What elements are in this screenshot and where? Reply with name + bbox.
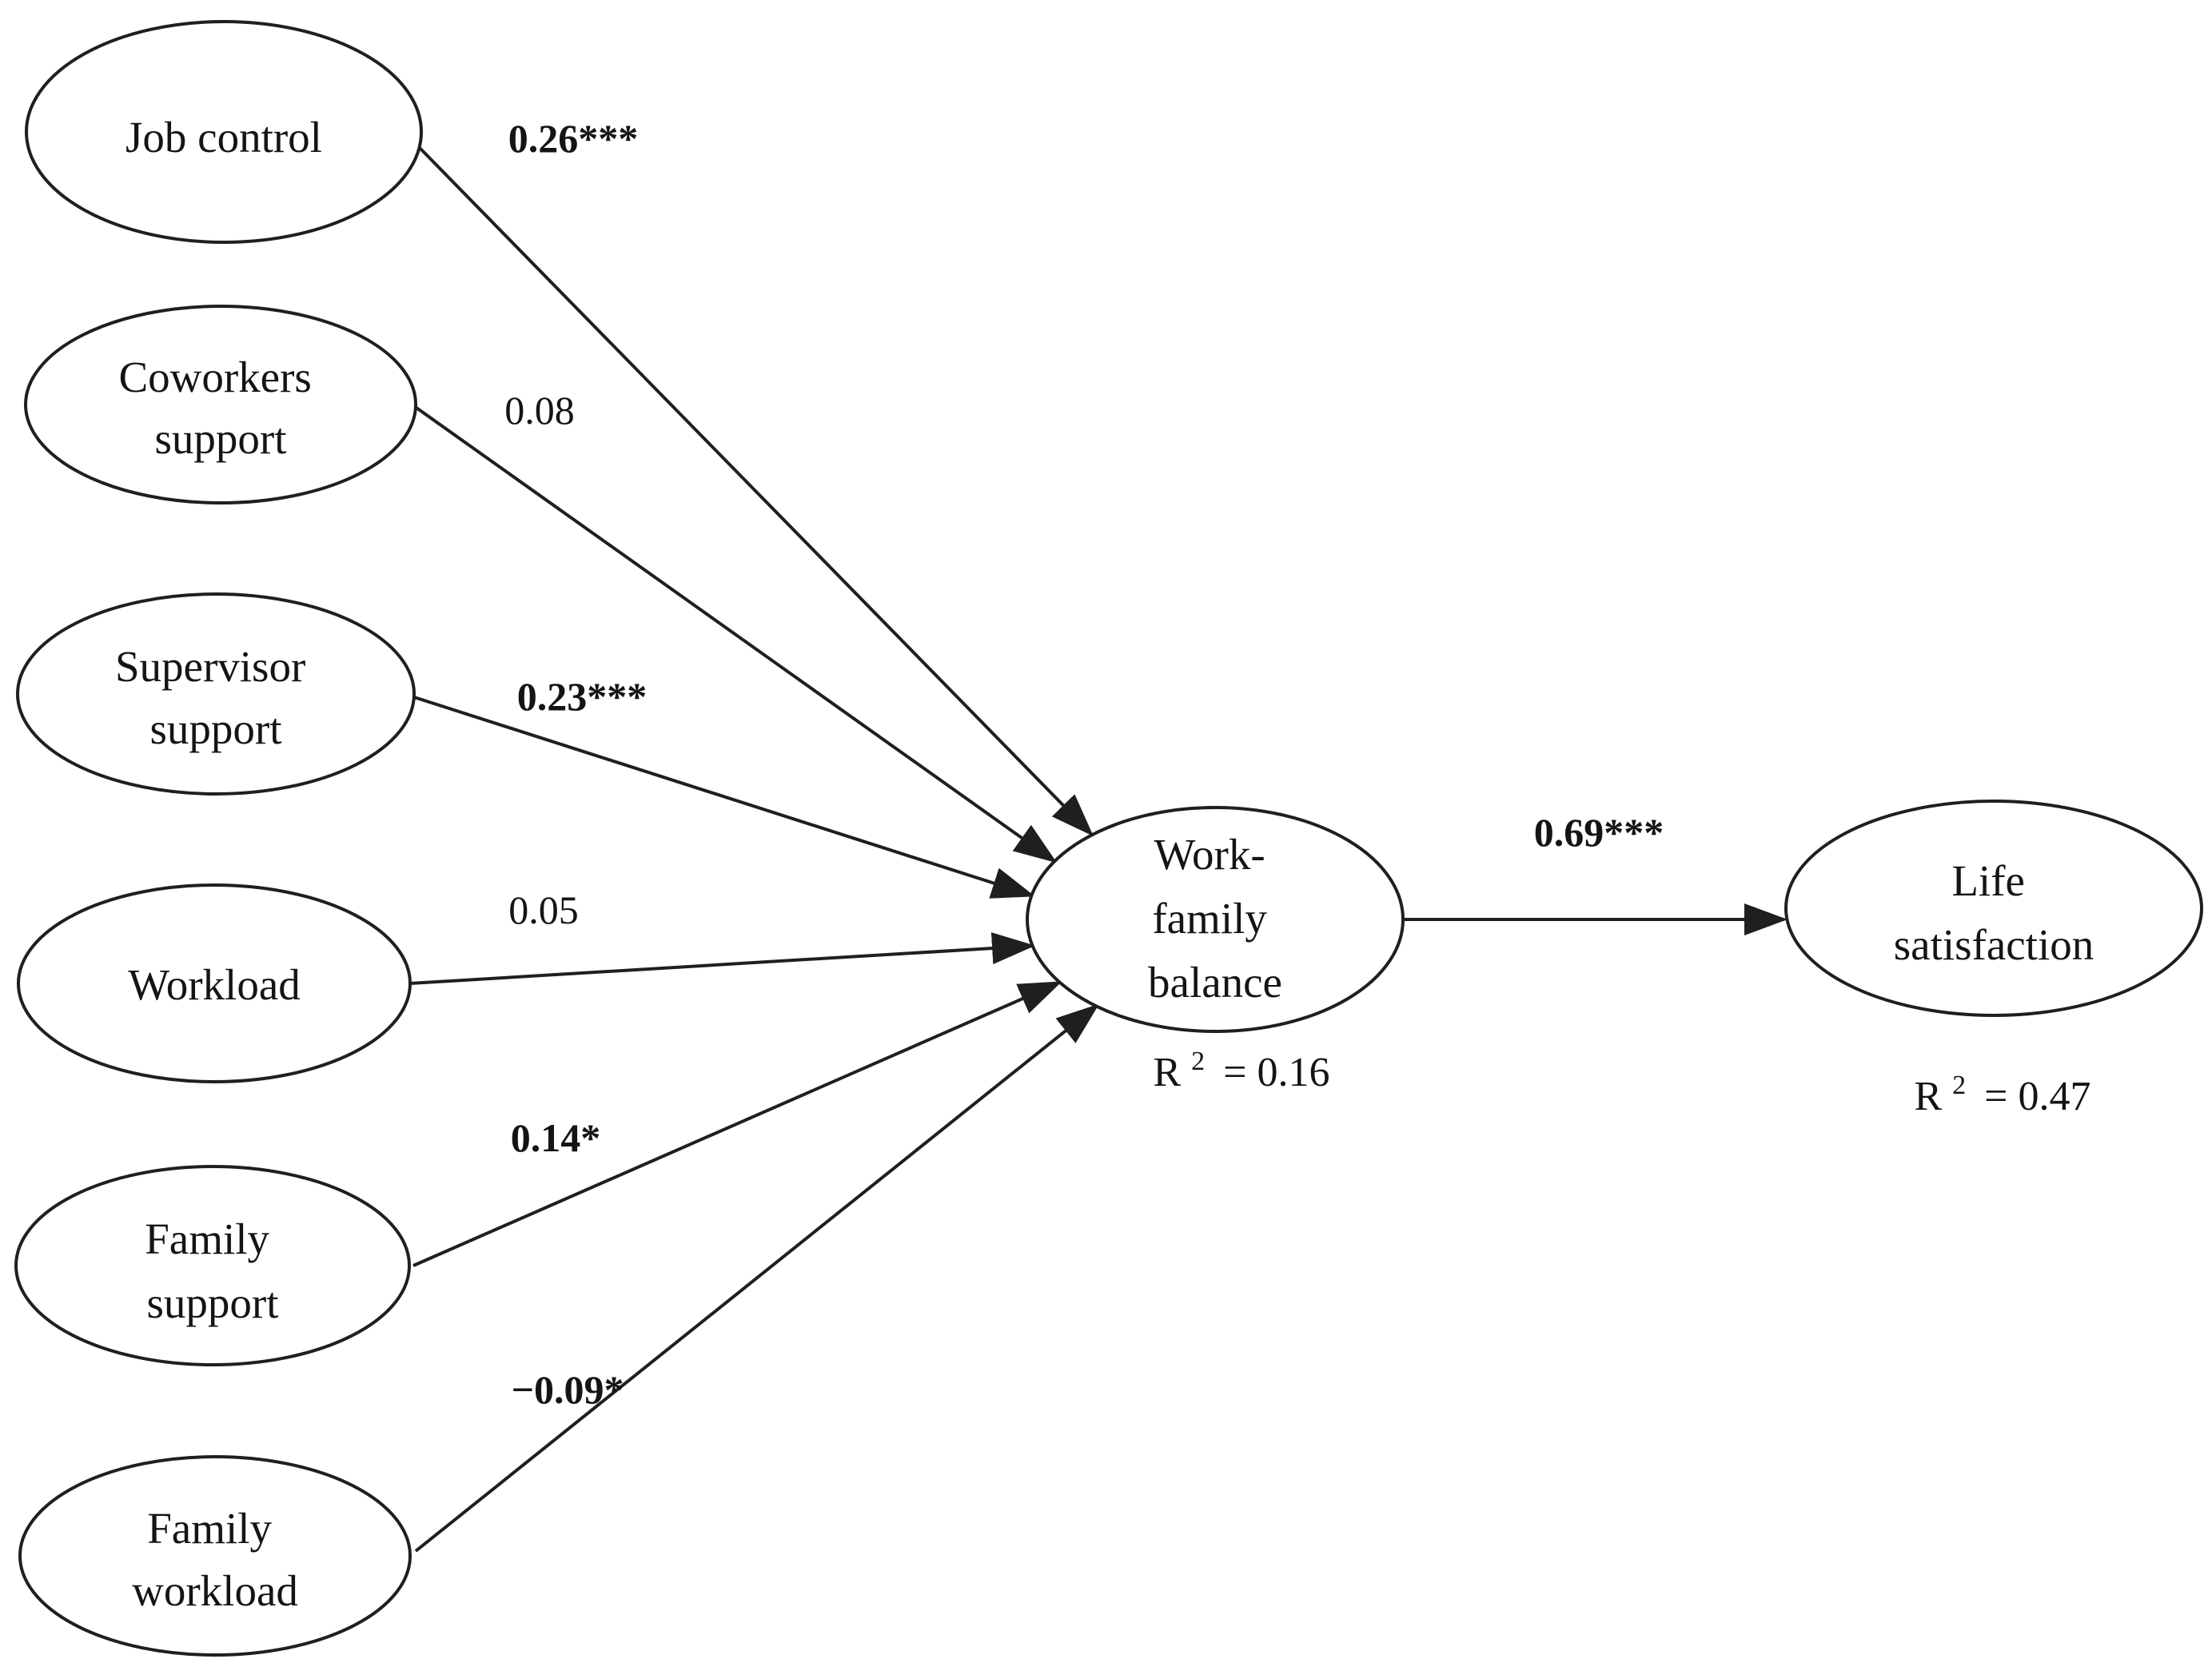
path-family-workload-to-wfb (414, 1003, 1100, 1553)
coef-workload: 0.05 (508, 887, 579, 932)
workload-ellipse (17, 883, 412, 1083)
job-control-ellipse (25, 20, 423, 244)
supervisor-support-ellipse (16, 592, 416, 796)
node-supervisor-support: Supervisor support (16, 592, 416, 796)
path-family-support-to-wfb (413, 981, 1062, 1267)
coef-coworkers-support: 0.08 (504, 388, 575, 433)
life-satisfaction-label: Life satisfaction (1894, 856, 2094, 969)
workload-label: Workload (128, 960, 301, 1009)
node-family-workload: Family workload (18, 1455, 412, 1657)
node-work-family-balance: Work- family balance (1026, 806, 1405, 1033)
node-coworkers-support: Coworkers support (24, 305, 417, 504)
supervisor-support-label: Supervisor support (115, 642, 317, 753)
path-coworkers-support-to-wfb (413, 405, 1058, 863)
family-support-label: Family support (145, 1214, 281, 1327)
node-job-control: Job control (25, 20, 423, 244)
path-workload-to-wfb (409, 932, 1035, 985)
coef-family-support: 0.14* (511, 1115, 601, 1160)
r-squared-work-family-balance: R 2 = 0.16 (1153, 1034, 1329, 1095)
r-squared-life-satisfaction: R 2 = 0.47 (1914, 1058, 2090, 1119)
family-support-ellipse (14, 1165, 411, 1366)
family-workload-label: Family workload (132, 1504, 298, 1615)
node-family-support: Family support (14, 1165, 411, 1366)
work-family-balance-label: Work- family balance (1148, 830, 1282, 1007)
coworkers-support-ellipse (24, 305, 417, 504)
life-satisfaction-ellipse (1784, 800, 2203, 1017)
coef-wfb-to-life: 0.69*** (1534, 810, 1664, 855)
coworkers-support-label: Coworkers support (118, 353, 322, 463)
coef-family-workload: −0.09* (512, 1367, 624, 1412)
node-workload: Workload (17, 883, 412, 1083)
coef-job-control: 0.26*** (508, 116, 639, 161)
coef-supervisor-support: 0.23*** (517, 674, 648, 719)
work-family-balance-ellipse (1026, 806, 1405, 1033)
job-control-label: Job control (126, 113, 322, 162)
path-job-control-to-wfb (418, 146, 1094, 836)
node-life-satisfaction: Life satisfaction (1784, 800, 2203, 1017)
family-workload-ellipse (18, 1455, 412, 1657)
path-supervisor-support-to-wfb (413, 696, 1035, 899)
